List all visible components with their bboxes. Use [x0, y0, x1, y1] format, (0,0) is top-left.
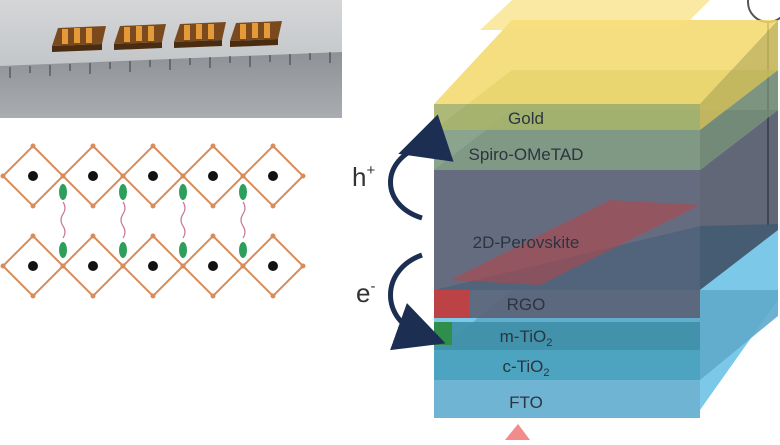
lattice-vertex-atom	[150, 233, 156, 239]
layer-c-tio2	[434, 350, 700, 380]
lattice-vertex-atom	[150, 293, 156, 299]
light-arrow-icon	[505, 424, 530, 440]
label-gold: Gold	[508, 109, 544, 128]
perovskite-lattice-schematic	[0, 128, 330, 328]
lattice-vertex-atom	[210, 143, 216, 149]
octahedron-center-atom	[28, 261, 38, 271]
lattice-drawing	[0, 143, 306, 299]
electron-transport-arrow-icon	[388, 252, 446, 351]
sample-devices	[52, 21, 282, 52]
lattice-vertex-atom	[30, 293, 36, 299]
label-rgo: RGO	[507, 295, 546, 314]
layer-rgo	[434, 290, 700, 318]
lattice-vertex-atom	[180, 263, 186, 269]
lattice-vertex-atom	[210, 203, 216, 209]
lattice-vertex-atom	[90, 233, 96, 239]
device-photo-image	[0, 0, 342, 118]
hole-label: h+	[352, 162, 375, 192]
spacer-cation-bottom	[179, 242, 187, 258]
lattice-vertex-atom	[240, 173, 246, 179]
octahedron-center-atom	[208, 261, 218, 271]
layer-gold	[434, 0, 778, 130]
spacer-cation-top	[179, 184, 187, 200]
lattice-vertex-atom	[30, 233, 36, 239]
lattice-vertex-atom	[90, 143, 96, 149]
lattice-vertex-atom	[90, 293, 96, 299]
meter-icon	[747, 0, 780, 23]
spacer-cation-top	[119, 184, 127, 200]
lattice-vertex-atom	[30, 143, 36, 149]
octahedron-center-atom	[148, 261, 158, 271]
spacer-cation-bottom	[239, 242, 247, 258]
label-c-tio2: c-TiO2	[502, 357, 549, 379]
octahedron-center-atom	[148, 171, 158, 181]
octahedron-center-atom	[88, 261, 98, 271]
spacer-cation-top	[239, 184, 247, 200]
lattice-vertex-atom	[270, 233, 276, 239]
lattice-vertex-atom	[180, 173, 186, 179]
lattice-vertex-atom	[270, 293, 276, 299]
spacer-chain	[240, 201, 246, 239]
lattice-vertex-atom	[210, 233, 216, 239]
lattice-vertex-atom	[300, 263, 306, 269]
lattice-vertex-atom	[0, 173, 6, 179]
lattice-vertex-atom	[60, 263, 66, 269]
octahedron-center-atom	[268, 261, 278, 271]
lattice-vertex-atom	[150, 203, 156, 209]
device-photo	[0, 0, 342, 118]
device-stack-diagram: Gold Spiro-OMeTAD 2D-Perovskite RGO m-Ti…	[330, 0, 780, 440]
octahedron-center-atom	[88, 171, 98, 181]
lattice-vertex-atom	[270, 143, 276, 149]
spacer-cation-top	[59, 184, 67, 200]
lattice-vertex-atom	[30, 203, 36, 209]
spacer-cation-bottom	[119, 242, 127, 258]
label-2d-perovskite: 2D-Perovskite	[473, 233, 580, 252]
lattice-vertex-atom	[90, 203, 96, 209]
hole-transport-arrow-icon	[388, 114, 454, 221]
octahedron-center-atom	[208, 171, 218, 181]
lattice-vertex-atom	[240, 263, 246, 269]
spacer-chain	[120, 201, 126, 239]
layer-m-tio2	[434, 322, 700, 350]
device-stack-drawing: Gold Spiro-OMeTAD 2D-Perovskite RGO m-Ti…	[352, 0, 780, 440]
spacer-chain	[60, 201, 66, 239]
electron-label: e-	[356, 278, 375, 308]
lattice-vertex-atom	[120, 173, 126, 179]
spacer-cation-bottom	[59, 242, 67, 258]
lattice-vertex-atom	[150, 143, 156, 149]
lattice-vertex-atom	[120, 263, 126, 269]
label-fto: FTO	[509, 393, 543, 412]
lattice-vertex-atom	[60, 173, 66, 179]
label-spiro-ometad: Spiro-OMeTAD	[469, 145, 584, 164]
lattice-vertex-atom	[270, 203, 276, 209]
octahedron-center-atom	[268, 171, 278, 181]
spacer-chain	[180, 201, 186, 239]
lattice-vertex-atom	[210, 293, 216, 299]
lattice-vertex-atom	[300, 173, 306, 179]
octahedron-center-atom	[28, 171, 38, 181]
lattice-vertex-atom	[0, 263, 6, 269]
label-m-tio2: m-TiO2	[500, 327, 553, 349]
